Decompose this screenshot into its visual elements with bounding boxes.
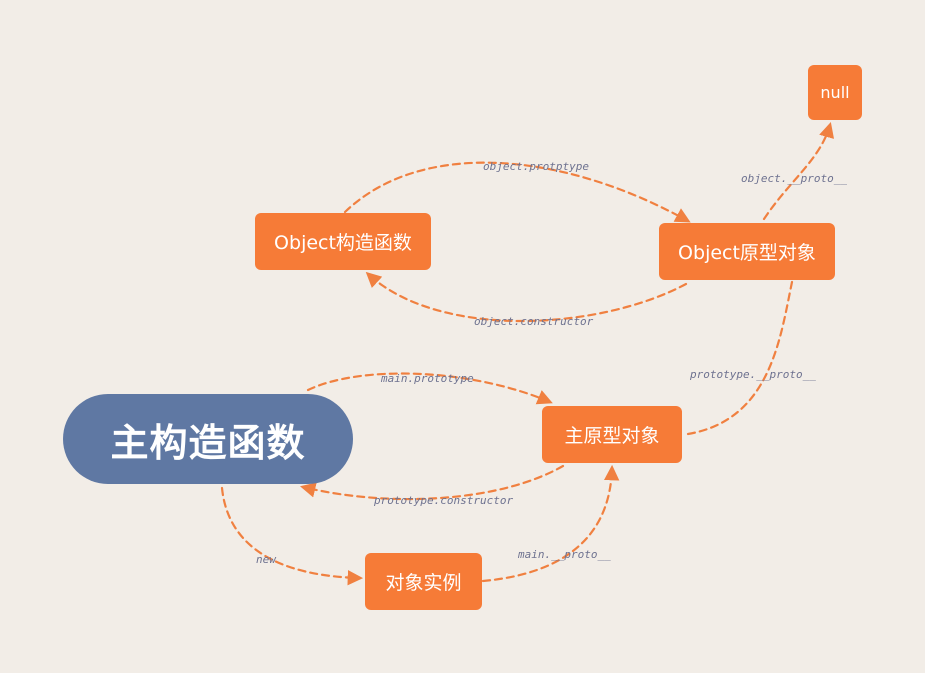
edge-object-proto: [762, 122, 835, 221]
edge-object-protptype: [343, 161, 691, 223]
node-instance: 对象实例: [365, 553, 482, 610]
edge-label-object-proto: object.__proto__: [741, 172, 847, 185]
edge-label-prototype-constructor: prototype.constructor: [373, 494, 513, 507]
node-object-prototype: Object原型对象: [659, 223, 835, 280]
node-object-constructor: Object构造函数: [255, 213, 431, 270]
edge-label-object-protptype: object.protptype: [483, 160, 589, 173]
node-instance-label: 对象实例: [385, 572, 462, 594]
edge-object-constructor: [365, 271, 688, 322]
edge-main-prototype: [306, 372, 553, 405]
edge-label-new: new: [256, 553, 277, 566]
edge-label-main-prototype: main.prototype: [380, 372, 474, 385]
edge-label-prototype-proto: prototype.__proto__: [689, 368, 816, 381]
edge-prototype-constructor: [300, 464, 565, 501]
edge-new: [220, 486, 364, 586]
node-main-prototype: 主原型对象: [542, 406, 682, 463]
node-object-constructor-label: Object构造函数: [274, 232, 412, 254]
node-null: null: [808, 65, 862, 120]
node-null-label: null: [820, 83, 850, 102]
edge-label-main-proto: main.__proto__: [517, 548, 611, 561]
node-object-prototype-label: Object原型对象: [678, 242, 816, 264]
edge-label-object-constructor: object.constructor: [474, 315, 594, 328]
node-main-constructor: 主构造函数: [63, 394, 353, 484]
node-main-constructor-label: 主构造函数: [110, 420, 306, 465]
edge-prototype-proto: [686, 280, 794, 436]
edge-main-proto: [481, 464, 620, 583]
node-main-prototype-label: 主原型对象: [564, 425, 660, 447]
